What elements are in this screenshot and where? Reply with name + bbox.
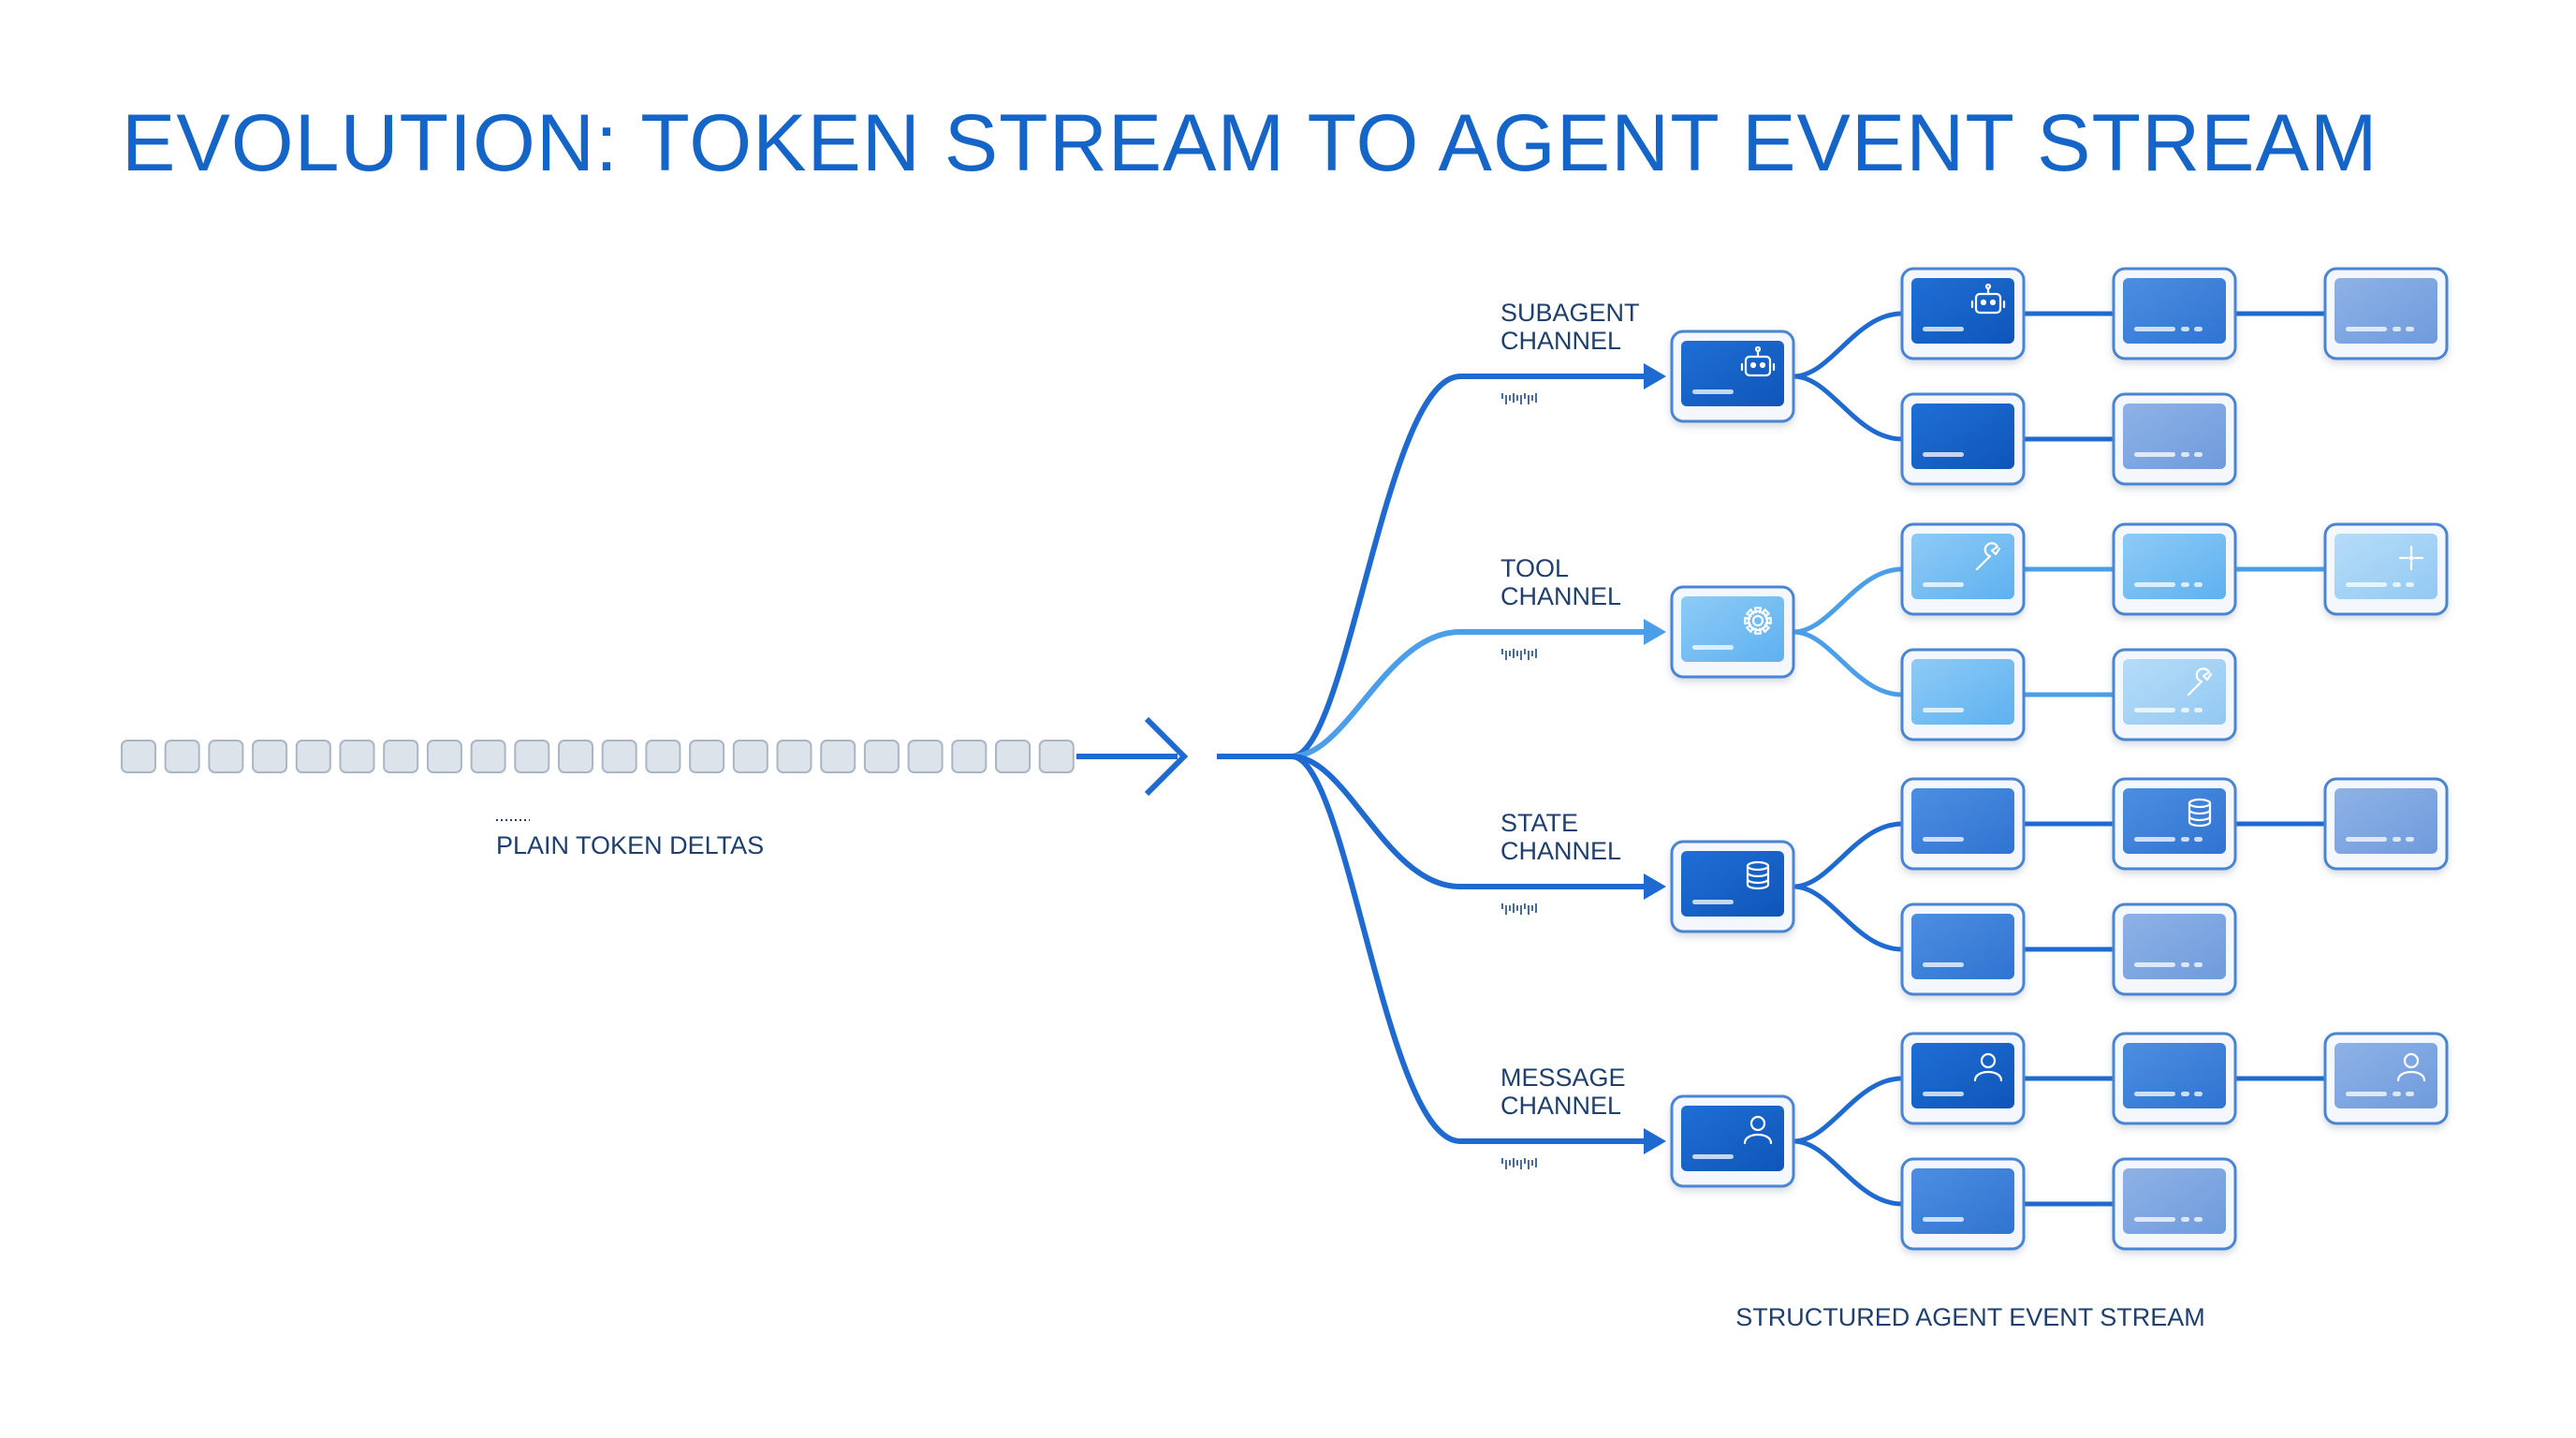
event-card bbox=[1900, 392, 2026, 486]
event-card bbox=[1900, 522, 2026, 616]
bottom-caption: STRUCTURED AGENT EVENT STREAM bbox=[1735, 1303, 2205, 1331]
token-block bbox=[295, 740, 331, 773]
event-card bbox=[2112, 1157, 2237, 1251]
channel-label-line2: CHANNEL bbox=[1500, 582, 1621, 610]
left-caption: PLAIN TOKEN DELTAS bbox=[496, 831, 764, 859]
token-block bbox=[558, 740, 593, 773]
channel-label-line2: CHANNEL bbox=[1500, 1092, 1621, 1120]
branch-connector bbox=[1793, 311, 1903, 379]
dotted-marker bbox=[1501, 649, 1537, 660]
plain-token-deltas-caption: PLAIN TOKEN DELTAS bbox=[496, 819, 764, 859]
channel-label-line1: SUBAGENT bbox=[1500, 299, 1640, 327]
branch-connector bbox=[1793, 374, 1903, 442]
event-card bbox=[1900, 648, 2026, 741]
channel-label-line2: CHANNEL bbox=[1500, 837, 1621, 865]
connector-lines bbox=[1217, 311, 2325, 1207]
event-cards bbox=[1670, 267, 2449, 1251]
event-card bbox=[2112, 902, 2237, 996]
token-block bbox=[907, 740, 944, 773]
token-block bbox=[164, 740, 200, 773]
branch-connector bbox=[1793, 566, 1903, 635]
wrench-icon bbox=[1975, 542, 2001, 571]
branch-connector bbox=[1793, 884, 1903, 952]
arrowhead bbox=[1644, 873, 1666, 900]
user-icon bbox=[1743, 1115, 1773, 1145]
branch-connector bbox=[1793, 821, 1903, 889]
channel-hub-state bbox=[1670, 840, 1795, 933]
token-block bbox=[252, 740, 288, 773]
database-icon bbox=[1746, 860, 1770, 890]
token-block bbox=[514, 740, 550, 773]
channel-label-line1: TOOL bbox=[1500, 554, 1569, 582]
event-card bbox=[2112, 1032, 2237, 1125]
page-title: EVOLUTION: TOKEN STREAM TO AGENT EVENT S… bbox=[122, 98, 2378, 188]
channel-hub-subagent bbox=[1670, 330, 1795, 423]
input-arrow bbox=[1076, 716, 1189, 797]
token-block bbox=[601, 740, 637, 773]
token-block bbox=[995, 740, 1031, 773]
arrowhead bbox=[1644, 363, 1666, 389]
branch-connector bbox=[1793, 1138, 1903, 1207]
channel-label-line1: MESSAGE bbox=[1500, 1064, 1626, 1092]
sparkle-icon bbox=[2398, 545, 2424, 571]
event-card bbox=[1900, 777, 2026, 871]
gear-icon bbox=[1744, 607, 1772, 635]
token-block bbox=[121, 740, 156, 773]
event-card bbox=[2112, 522, 2237, 616]
user-icon bbox=[1973, 1052, 2003, 1082]
event-card bbox=[1900, 267, 2026, 360]
branch-connector bbox=[1793, 1076, 1903, 1144]
event-card bbox=[1900, 902, 2026, 996]
token-block bbox=[1038, 740, 1075, 773]
arrowhead bbox=[1644, 1128, 1666, 1154]
event-card bbox=[2112, 392, 2237, 486]
channel-hub-message bbox=[1670, 1094, 1795, 1188]
wrench-icon bbox=[2187, 668, 2213, 697]
token-block bbox=[645, 740, 681, 773]
token-block bbox=[689, 740, 725, 773]
user-icon bbox=[2396, 1052, 2426, 1082]
event-card bbox=[2323, 1032, 2449, 1125]
branch-connector bbox=[1793, 629, 1903, 697]
event-card bbox=[1900, 1032, 2026, 1125]
event-card bbox=[1900, 1157, 2026, 1251]
token-block bbox=[383, 740, 419, 773]
token-block bbox=[470, 740, 506, 773]
token-block bbox=[951, 740, 988, 773]
token-block bbox=[426, 740, 462, 773]
dotted-marker bbox=[1501, 1158, 1537, 1169]
database-icon bbox=[2188, 798, 2212, 828]
channel-hub-tool bbox=[1670, 585, 1795, 679]
token-sequence bbox=[121, 740, 1075, 773]
robot-icon bbox=[1740, 345, 1776, 377]
channel-label-line2: CHANNEL bbox=[1500, 327, 1621, 355]
token-block bbox=[776, 740, 812, 773]
channel-labels: SUBAGENTCHANNELTOOLCHANNELSTATECHANNELME… bbox=[1500, 299, 1640, 1169]
channel-connector bbox=[1217, 629, 1649, 759]
event-card bbox=[2323, 777, 2449, 871]
event-card bbox=[2112, 267, 2237, 360]
channel-connector bbox=[1217, 374, 1649, 759]
channel-connector bbox=[1217, 754, 1649, 889]
dotted-marker bbox=[1501, 903, 1537, 915]
token-block bbox=[339, 740, 375, 773]
event-card bbox=[2112, 777, 2237, 871]
token-block bbox=[863, 740, 900, 773]
token-block bbox=[208, 740, 244, 773]
event-card bbox=[2323, 522, 2449, 616]
event-card bbox=[2323, 267, 2449, 360]
event-card bbox=[2112, 648, 2237, 741]
channel-connector bbox=[1217, 754, 1649, 1144]
token-block bbox=[732, 740, 768, 773]
dotted-marker bbox=[1501, 393, 1537, 404]
robot-icon bbox=[1970, 283, 2006, 315]
channel-label-line1: STATE bbox=[1500, 809, 1578, 837]
arrowhead bbox=[1644, 619, 1666, 645]
token-block bbox=[820, 740, 856, 773]
